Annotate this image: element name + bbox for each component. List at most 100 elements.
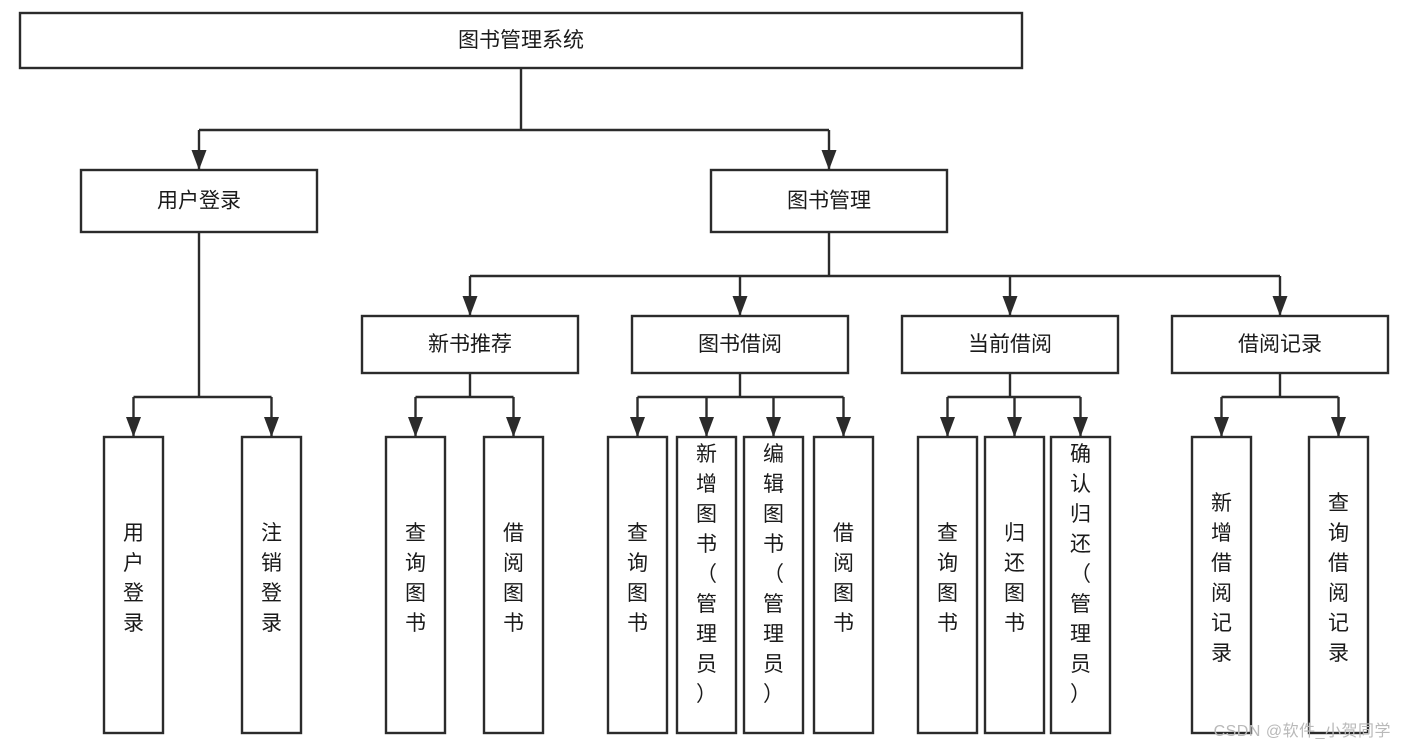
svg-text:认: 认 [1070, 473, 1091, 496]
node-box [983, 435, 1046, 735]
svg-text:（: （ [696, 563, 717, 586]
svg-text:增: 增 [1211, 522, 1232, 545]
arrow-head-icon [1002, 296, 1018, 316]
arrow-head-icon [191, 150, 207, 170]
svg-text:员: 员 [763, 653, 784, 676]
svg-text:图: 图 [405, 582, 426, 605]
arrow-head-icon [462, 296, 478, 316]
node-user-login-leaf[interactable]: 用户登录 [102, 435, 165, 735]
svg-text:还: 还 [1070, 533, 1091, 556]
svg-text:新: 新 [1211, 492, 1232, 515]
node-root[interactable]: 图书管理系统 [18, 11, 1024, 70]
svg-text:图: 图 [696, 503, 717, 526]
node-box [1170, 314, 1390, 375]
node-box [360, 314, 580, 375]
node-label: 新书推荐 [428, 333, 512, 356]
svg-text:记: 记 [1328, 612, 1349, 635]
svg-text:图: 图 [1004, 582, 1025, 605]
svg-text:管: 管 [696, 593, 717, 616]
svg-text:归: 归 [1070, 503, 1091, 526]
arrow-head-icon [1007, 417, 1022, 437]
arrow-head-icon [264, 417, 279, 437]
svg-text:理: 理 [696, 623, 717, 646]
svg-text:员: 员 [696, 653, 717, 676]
svg-text:查: 查 [405, 522, 426, 545]
connector-layer [126, 68, 1346, 437]
svg-text:书: 书 [833, 612, 854, 635]
arrow-head-icon [506, 417, 521, 437]
node-box [1049, 435, 1112, 735]
svg-text:阅: 阅 [503, 552, 524, 575]
svg-text:（: （ [763, 563, 784, 586]
node-box [812, 435, 875, 735]
node-current-borrow[interactable]: 当前借阅 [900, 314, 1120, 375]
svg-text:注: 注 [261, 522, 282, 545]
arrow-head-icon [1331, 417, 1346, 437]
svg-text:借: 借 [1211, 552, 1232, 575]
svg-text:阅: 阅 [1328, 582, 1349, 605]
node-borrow-record[interactable]: 借阅记录 [1170, 314, 1390, 375]
svg-text:查: 查 [627, 522, 648, 545]
arrow-head-icon [766, 417, 781, 437]
node-label: 图书管理 [787, 190, 871, 213]
svg-text:管: 管 [1070, 593, 1091, 616]
svg-text:录: 录 [1328, 642, 1349, 665]
svg-text:户: 户 [123, 552, 144, 575]
svg-text:）: ） [1070, 683, 1091, 706]
svg-text:书: 书 [696, 533, 717, 556]
arrow-head-icon [1073, 417, 1088, 437]
svg-text:记: 记 [1211, 612, 1232, 635]
node-box [630, 314, 850, 375]
node-book-manage[interactable]: 图书管理 [709, 168, 949, 234]
node-book-borrow[interactable]: 图书借阅 [630, 314, 850, 375]
arrow-head-icon [408, 417, 423, 437]
node-label: 当前借阅 [968, 333, 1052, 356]
svg-text:确: 确 [1070, 443, 1091, 466]
svg-text:录: 录 [1211, 642, 1232, 665]
node-box [900, 314, 1120, 375]
svg-text:图: 图 [937, 582, 958, 605]
node-box [1307, 435, 1370, 735]
arrow-head-icon [126, 417, 141, 437]
svg-text:书: 书 [503, 612, 524, 635]
node-new-book-recommend[interactable]: 新书推荐 [360, 314, 580, 375]
node-box [79, 168, 319, 234]
svg-text:询: 询 [627, 552, 648, 575]
svg-text:借: 借 [1328, 552, 1349, 575]
svg-text:还: 还 [1004, 552, 1025, 575]
node-user-login[interactable]: 用户登录 [79, 168, 319, 234]
svg-text:员: 员 [1070, 653, 1091, 676]
svg-text:理: 理 [1070, 623, 1091, 646]
arrow-head-icon [1272, 296, 1288, 316]
svg-text:录: 录 [261, 612, 282, 635]
node-box [18, 11, 1024, 70]
svg-text:管: 管 [763, 593, 784, 616]
svg-text:编: 编 [763, 443, 784, 466]
node-label: 图书借阅 [698, 333, 782, 356]
node-box [675, 435, 738, 735]
svg-text:用: 用 [123, 522, 144, 545]
svg-text:书: 书 [627, 612, 648, 635]
